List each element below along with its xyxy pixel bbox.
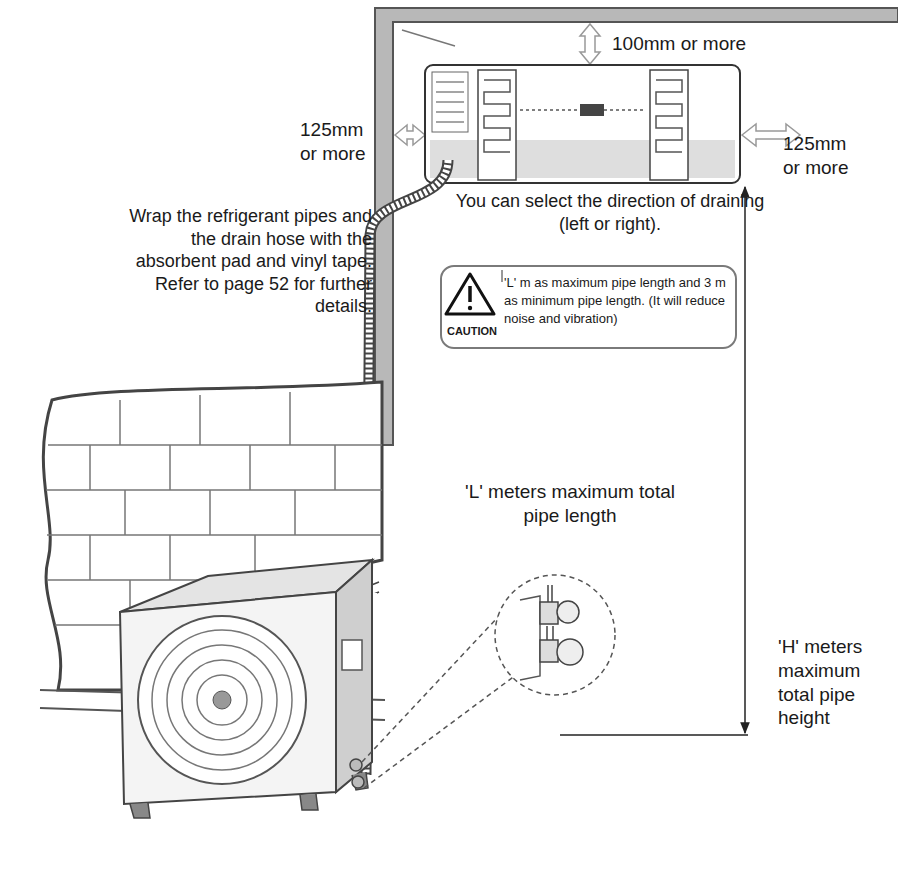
service-valve [350,759,362,771]
valve-body [540,640,558,662]
clearance-arrow [395,125,425,145]
service-cover [342,640,362,670]
valve-panel [520,596,540,680]
unit-foot [130,772,368,818]
fan-hub [213,691,231,709]
caution-word: CAUTION [444,324,500,339]
clearance-dimension: 125mm or more [300,118,376,166]
valve-body [540,602,558,624]
grille-ring [167,645,277,755]
wall-mark [402,30,455,46]
service-valve [352,776,364,788]
bracket-slots [484,80,510,152]
caution-icon [446,274,494,314]
text-tick [502,270,503,282]
clearance-dimension: 100mm or more [612,32,812,56]
valve-cap [557,601,579,623]
drain-note: You can select the direction of draining… [440,190,780,235]
clearance-arrow [580,24,600,64]
dimension-baseline [560,734,748,736]
grille-ring [197,675,247,725]
unit-panel [430,140,735,178]
grille-ring [182,660,262,740]
length-note: 'L' meters maximum total pipe length [455,480,685,528]
unit-detail [580,104,604,116]
mounting-bracket [478,70,516,180]
caution-box: CAUTION 'L' m as maximum pipe length and … [440,265,737,349]
indoor-unit [425,65,740,183]
outdoor-unit [120,592,336,804]
wall [375,8,898,445]
valve-cap [557,639,583,665]
height-dimension [744,187,746,733]
bracket-slots [656,80,682,152]
valve-pipe [547,626,553,640]
installation-note: Wrap the refrigerant pipes and the drain… [120,205,372,318]
clearance-dimension: 125mm or more [783,132,863,180]
caution-text: 'L' m as maximum pipe length and 3 m as … [504,274,732,329]
caution-icon [468,286,472,302]
fan-grille [138,616,306,784]
height-note: 'H' meters maximum total pipe height [778,635,883,730]
unit-side [336,560,372,792]
terminal-lines [436,82,464,122]
mounting-bracket [650,70,688,180]
caution-icon [468,306,472,310]
terminal-block [432,72,468,132]
grille-ring [152,630,292,770]
valve-pipe [548,585,552,602]
zoom-circle [495,575,615,695]
